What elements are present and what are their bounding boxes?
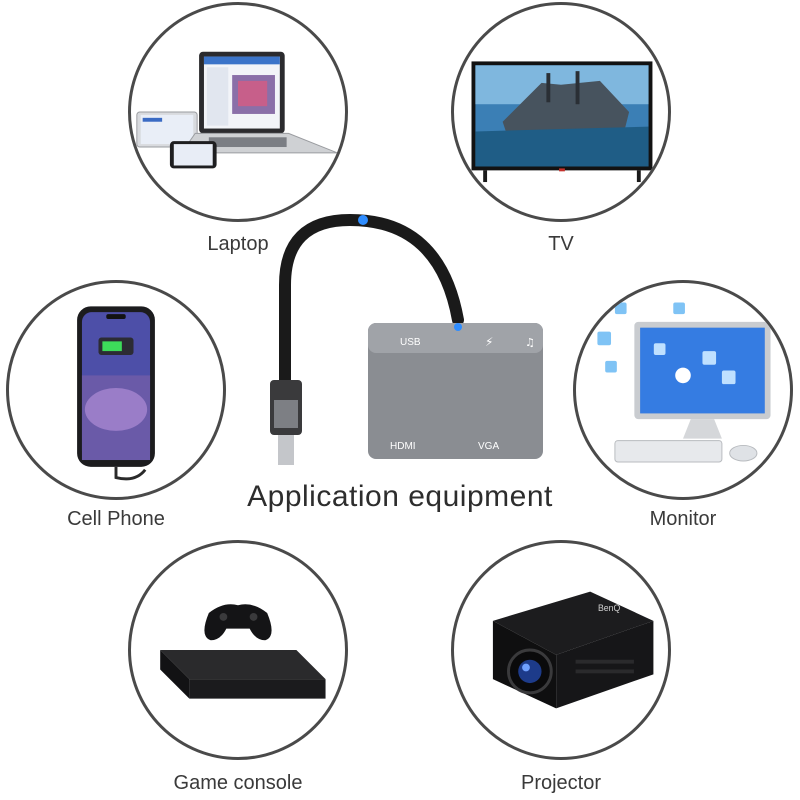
laptop-icon bbox=[136, 51, 338, 169]
game-console-circle bbox=[128, 540, 348, 760]
port-label-audio: ♫ bbox=[525, 336, 535, 349]
projector-brand: BenQ bbox=[598, 603, 621, 613]
laptop-circle bbox=[128, 2, 348, 222]
usb-c-plug bbox=[278, 435, 294, 465]
page-title: Application equipment bbox=[247, 480, 553, 513]
device-label-laptop: Laptop bbox=[207, 233, 269, 255]
port-label-vga: VGA bbox=[478, 441, 499, 452]
projector-icon: BenQ bbox=[492, 591, 654, 709]
phone-icon bbox=[77, 306, 155, 481]
usb-c-adapter: USB ⚡ ♫ HDMI VGA bbox=[270, 213, 543, 465]
monitor-icon bbox=[597, 302, 771, 463]
port-label-usb: USB bbox=[400, 337, 421, 348]
port-label-charge: ⚡ bbox=[485, 335, 493, 349]
device-label-tv: TV bbox=[548, 233, 574, 255]
game-console-icon bbox=[160, 604, 326, 699]
device-label-monitor: Monitor bbox=[649, 508, 717, 530]
adapter-cable bbox=[279, 213, 464, 391]
tv-icon bbox=[471, 61, 653, 183]
tv-circle bbox=[451, 2, 671, 222]
port-label-hdmi: HDMI bbox=[390, 441, 416, 452]
adapter-body bbox=[368, 323, 543, 459]
projector-circle: BenQ bbox=[451, 540, 671, 760]
phone-circle bbox=[6, 280, 226, 500]
adapter-led-top bbox=[358, 215, 368, 225]
adapter-led bbox=[454, 323, 462, 331]
monitor-circle bbox=[573, 280, 793, 500]
device-label-projector: Projector bbox=[520, 772, 602, 794]
device-label-game-console: Game console bbox=[173, 772, 303, 794]
device-label-cell-phone: Cell Phone bbox=[67, 508, 165, 530]
